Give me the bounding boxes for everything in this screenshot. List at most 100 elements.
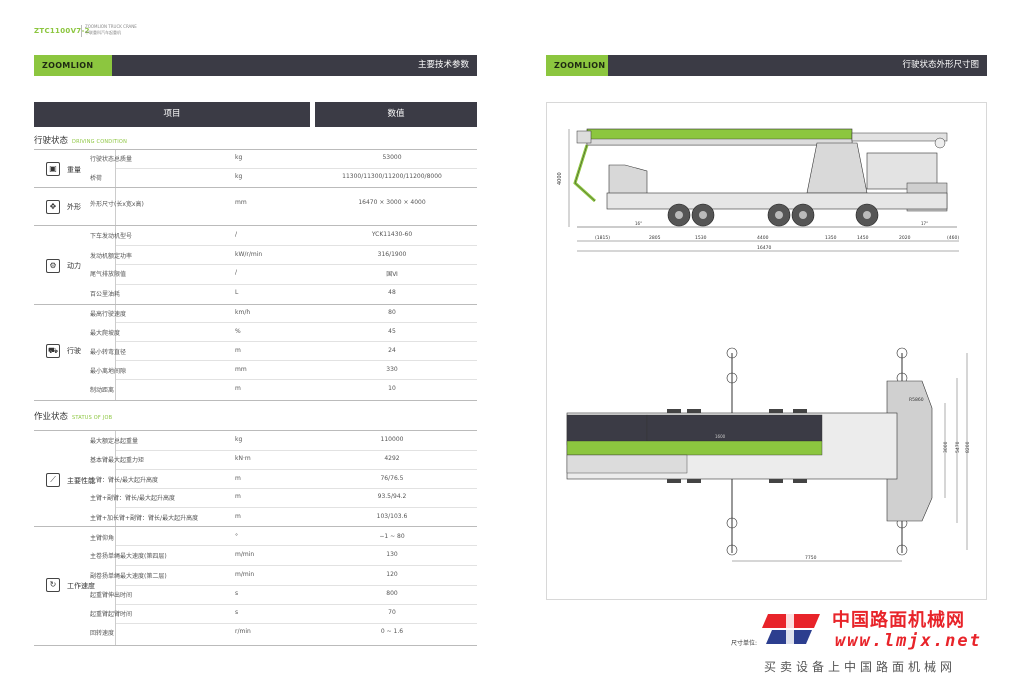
divider: [34, 187, 477, 188]
outrigger-span-label: 7750: [805, 555, 817, 561]
dim-label: 1450: [857, 235, 869, 241]
row-divider: [116, 545, 477, 546]
approach-angle-label: 16°: [635, 221, 642, 226]
divider: [34, 645, 477, 646]
header-sub-cn: 中联重科汽车起重机: [85, 30, 121, 35]
row-name: 副卷扬单绳最大速度(第二层): [90, 573, 167, 580]
crane-top-view: [566, 347, 968, 562]
divider: [34, 225, 477, 226]
row-unit: m/min: [235, 551, 255, 558]
group-divider: [115, 150, 116, 187]
group-label: 主要性能: [67, 477, 95, 485]
divider: [34, 400, 477, 401]
row-value: 10: [388, 385, 396, 392]
row-value: 80: [388, 309, 396, 316]
row-value: 130: [386, 551, 398, 558]
row-unit: m: [235, 493, 241, 500]
row-divider: [116, 565, 477, 566]
truck-icon: ⛟: [46, 344, 60, 358]
row-unit: kN·m: [235, 455, 251, 462]
row-name: 基本臂最大起重力矩: [90, 457, 145, 464]
row-unit: kg: [235, 173, 243, 180]
row-unit: r/min: [235, 628, 251, 635]
row-unit: /: [235, 231, 238, 238]
dim-label: 1350: [825, 235, 837, 241]
row-value: −1 ~ 80: [379, 533, 405, 540]
dimension-drawing: 4000 16° 17° (1815) 2805 1530 4400 1350 …: [546, 102, 987, 600]
model-code: ZTC1100V7-2: [34, 27, 90, 35]
row-name: 下车发动机型号: [90, 233, 133, 240]
row-unit: kg: [235, 436, 243, 443]
divider: [34, 526, 477, 527]
row-name: 尾气排放限值: [90, 271, 127, 278]
row-name: 最小转弯直径: [90, 349, 127, 356]
row-unit: s: [235, 609, 239, 616]
group-label: 重量: [67, 166, 81, 174]
row-divider: [116, 168, 477, 169]
group-dimension: ✥ 外形: [34, 188, 477, 225]
row-name: 百公里油耗: [90, 291, 121, 298]
row-name: 最小离地间隙: [90, 368, 127, 375]
lmjx-logo-svg: [762, 610, 820, 646]
spec-title-bar: ZOOMLION 主要技术参数: [34, 55, 477, 76]
row-unit: L: [235, 289, 239, 296]
group-divider: [115, 527, 116, 645]
row-name: 制动距离: [90, 387, 115, 394]
crane-drawing-svg: 4000 16° 17° (1815) 2805 1530 4400 1350 …: [557, 128, 971, 562]
row-name: 起重臂起臂时间: [90, 611, 133, 618]
row-unit: m: [235, 347, 241, 354]
row-value: 70: [388, 609, 396, 616]
speed-icon: ↻: [46, 578, 60, 592]
total-length-label: 16470: [757, 245, 771, 251]
dim-label: 4400: [757, 235, 769, 241]
row-unit: m: [235, 385, 241, 392]
row-value: 330: [386, 366, 398, 373]
departure-angle-label: 17°: [921, 221, 928, 226]
lmjx-logo: [762, 606, 826, 656]
divider: [34, 304, 477, 305]
row-unit: %: [235, 328, 241, 335]
row-name: 行驶状态总质量: [90, 156, 133, 163]
section-job-cn: 作业状态: [34, 412, 69, 422]
row-value: 24: [388, 347, 396, 354]
row-value: 48: [388, 289, 396, 296]
row-unit: m/min: [235, 571, 255, 578]
group-divider: [115, 226, 116, 305]
row-unit: °: [235, 533, 238, 540]
group-speed: ↻ 工作速度: [34, 527, 477, 645]
row-name: 外形尺寸(长x宽x高): [90, 201, 144, 208]
row-divider: [116, 488, 477, 489]
row-value: 120: [386, 571, 398, 578]
group-divider: [115, 188, 116, 225]
spec-title: 主要技术参数: [417, 60, 469, 70]
row-unit: km/h: [235, 309, 251, 316]
group-divider: [115, 305, 116, 400]
row-value: 4292: [384, 455, 400, 462]
header-divider: [81, 25, 82, 37]
row-unit: /: [235, 269, 238, 276]
row-divider: [116, 623, 477, 624]
group-driving: ⛟ 行驶: [34, 305, 477, 400]
watermark-title: 中国路面机械网: [832, 610, 965, 631]
row-name: 发动机额定功率: [90, 253, 133, 260]
watermark-url[interactable]: www.lmjx.net: [835, 631, 982, 651]
boom-icon: ⟋: [46, 473, 60, 487]
row-value: YCK11430-60: [371, 231, 413, 238]
dimension-icon: ✥: [46, 200, 60, 214]
row-name: 主臂+加长臂+副臂：臂长/最大起升高度: [90, 515, 199, 522]
row-unit: kW/r/min: [235, 251, 263, 258]
unit-label: 尺寸单位:: [731, 640, 758, 647]
row-value: 0 ~ 1.6: [380, 628, 404, 635]
row-value: 国Ⅵ: [386, 271, 398, 278]
row-value: 316/1900: [377, 251, 407, 258]
brand-logo-right: ZOOMLION: [546, 55, 608, 76]
header-sub-en: ZOOMLION TRUCK CRANE: [85, 24, 137, 29]
group-label: 外形: [67, 203, 81, 211]
group-weight: ▣ 重量: [34, 150, 477, 187]
row-unit: mm: [235, 199, 247, 206]
radius-label: R5860: [909, 397, 924, 403]
row-value: 53000: [382, 154, 402, 161]
brand-logo: ZOOMLION: [34, 55, 112, 76]
